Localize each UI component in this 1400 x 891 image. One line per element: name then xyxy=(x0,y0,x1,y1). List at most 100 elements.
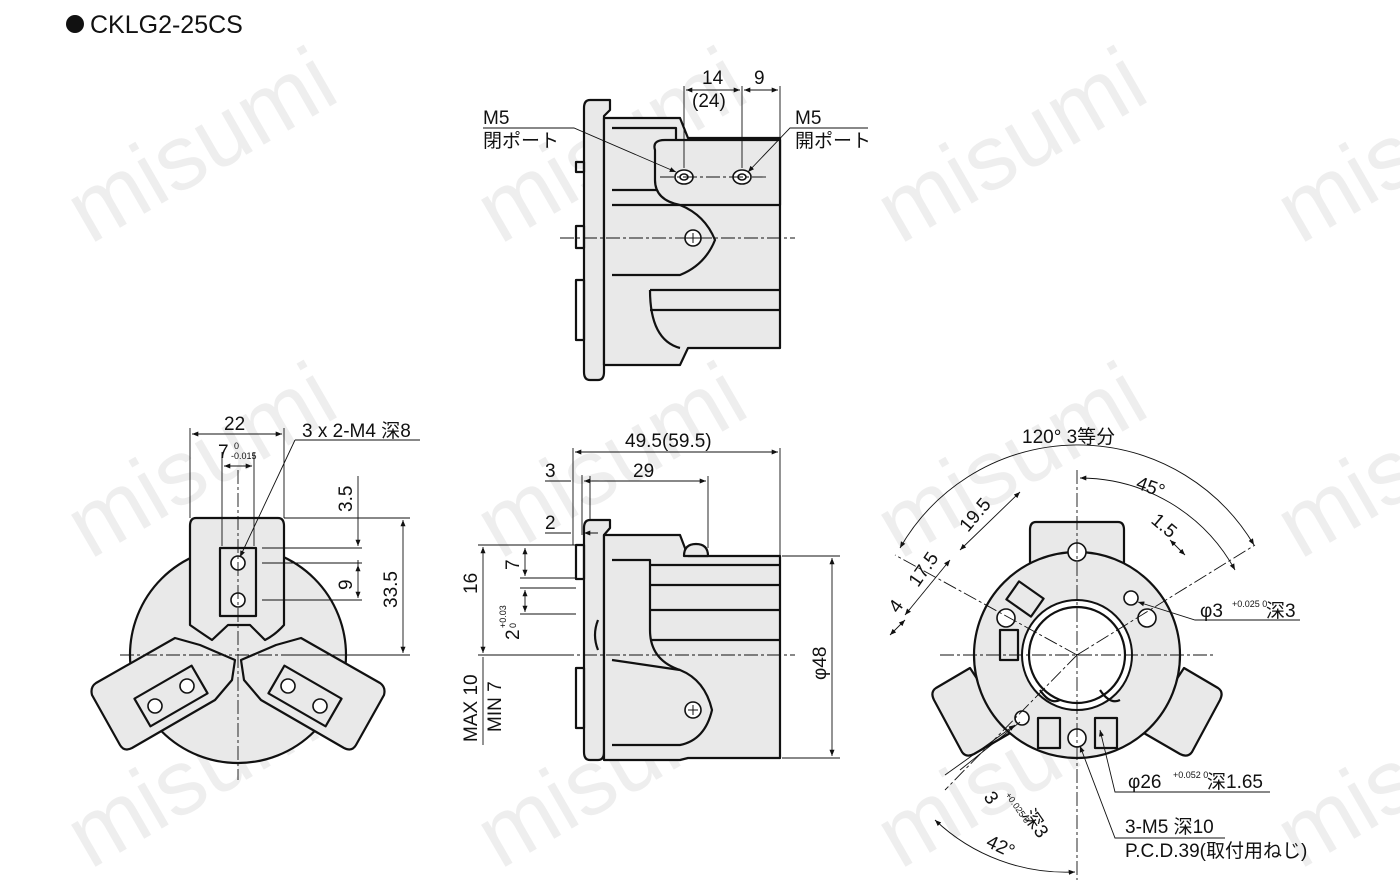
right-view-slot-block xyxy=(1005,580,1045,618)
dim-label-7: 7 xyxy=(218,442,229,463)
pin-hole-depth: 深3 xyxy=(1266,600,1296,622)
dim-tol-2-upper: +0.03 xyxy=(498,605,508,628)
mount-thread-leader xyxy=(1079,745,1225,839)
dim-label-2-tol: 2 xyxy=(503,629,524,640)
dim-label-3: 3 xyxy=(545,461,556,482)
right-view-jaw-right xyxy=(1140,666,1223,757)
dim-extension-line xyxy=(478,544,576,656)
close-port-size: M5 xyxy=(483,108,509,129)
open-port-size: M5 xyxy=(795,108,821,129)
watermark-text: misumi xyxy=(1259,28,1400,262)
close-port-leader xyxy=(483,127,677,173)
dim-label-29: 29 xyxy=(633,461,654,482)
bore-leader xyxy=(1099,729,1270,793)
dim-label-7: 7 xyxy=(503,559,524,570)
dim-label-14: 14 xyxy=(702,68,724,89)
right-view-slot-block xyxy=(1093,716,1119,750)
side-view: 49.5(59.5) 3 29 2 16 7 2 +0.03 0 MAX 10 … xyxy=(461,431,840,762)
dim-extension-line xyxy=(572,448,781,556)
close-port-name: 閉ポート xyxy=(483,130,559,152)
watermark-text: misumi xyxy=(49,28,352,262)
dim-label-22: 22 xyxy=(224,414,245,435)
open-port-leader xyxy=(747,127,868,173)
top-view-slot xyxy=(574,278,586,342)
pin-hole-tol: +0.025 0 xyxy=(1232,599,1267,609)
top-view: 14 (24) 9 M5 閉ポート M5 開ポート xyxy=(483,68,871,382)
dim-line-4 xyxy=(889,619,906,636)
dim-line-1-5 xyxy=(1169,539,1186,556)
dim-label-33-5: 33.5 xyxy=(381,571,402,608)
left-view-m4-hole xyxy=(312,698,328,714)
dim-label-1-5: 1.5 xyxy=(1147,510,1181,543)
dim-label-49-5: 49.5(59.5) xyxy=(625,431,712,452)
dim-label-angle-120: 120° 3等分 xyxy=(1022,426,1115,448)
right-view-m5-hole xyxy=(1014,710,1030,726)
top-view-inner-mid xyxy=(612,203,717,277)
dim-label-4: 4 xyxy=(885,596,909,617)
side-view-inner-upper xyxy=(612,558,681,672)
right-view-slot-block xyxy=(1036,716,1062,750)
mount-pcd-label: P.C.D.39(取付用ねじ) xyxy=(1125,840,1307,862)
dim-tol-7-upper: 0 xyxy=(234,441,239,451)
top-view-slot xyxy=(574,224,586,250)
open-port-name: 開ポート xyxy=(795,130,871,152)
right-view-arc-slot xyxy=(1099,689,1121,703)
left-view-plate-left xyxy=(133,664,209,728)
title-bullet xyxy=(66,15,84,33)
bore-label: φ26 xyxy=(1128,772,1161,793)
side-view-body xyxy=(602,533,782,762)
dim-line-19-5 xyxy=(959,491,1021,551)
watermark-text: misumi xyxy=(1259,343,1400,577)
right-view-centerline xyxy=(944,654,1078,791)
dim-label-3-5: 3.5 xyxy=(336,486,357,512)
dim-arc-45 xyxy=(1079,475,1236,571)
dim-extension-line xyxy=(262,517,410,656)
side-view-slot xyxy=(574,543,586,581)
top-view-inner-lower xyxy=(648,288,780,350)
dim-extension-line xyxy=(782,555,840,759)
left-view-plate-right xyxy=(267,664,343,728)
side-view-inner-lines xyxy=(650,563,780,642)
dim-label-max: MAX 10 xyxy=(461,674,482,742)
dim-label-d48: φ48 xyxy=(810,647,831,680)
right-view-m5-hole xyxy=(1137,608,1157,628)
dim-line-17-5 xyxy=(904,559,951,616)
left-view-jaw-top xyxy=(188,516,286,642)
dim-line-pin2 xyxy=(959,721,1021,771)
side-view-inner-lower xyxy=(611,658,714,747)
right-view-m5-hole xyxy=(996,608,1016,628)
dim-arc-42 xyxy=(934,819,1076,875)
watermark-text: misumi xyxy=(859,28,1162,262)
dim-label-9: 9 xyxy=(754,68,765,89)
title-group: CKLG2-25CS xyxy=(66,11,243,39)
side-view-top-boss xyxy=(682,542,710,558)
dim-tol-2-lower: 0 xyxy=(508,623,518,628)
dim-label-24: (24) xyxy=(692,91,726,112)
left-view: 22 7 0 -0.015 3 x 2-M4 深8 3.5 9 33.5 xyxy=(90,414,420,780)
pin-hole-leader xyxy=(1137,601,1300,621)
dim-label-9: 9 xyxy=(336,579,357,590)
thread-note: 3 x 2-M4 深8 xyxy=(302,420,411,442)
pin-hole2-leader xyxy=(944,724,1016,776)
bore-tol: +0.052 0 xyxy=(1173,770,1208,780)
dim-label-16: 16 xyxy=(461,573,482,594)
top-view-port-boss xyxy=(653,138,782,207)
left-view-m4-hole xyxy=(179,678,195,694)
right-view-jaw-left xyxy=(931,666,1014,757)
thread-note-leader xyxy=(240,439,420,557)
mount-thread-label: 3-M5 深10 xyxy=(1125,816,1214,838)
dim-tol-7-lower: -0.015 xyxy=(231,451,257,461)
right-view-pin-hole xyxy=(1123,590,1139,606)
left-view-m4-hole xyxy=(147,698,163,714)
left-view-jaw-left xyxy=(90,636,237,751)
side-view-jaw-notch xyxy=(593,619,600,651)
right-view-arc-slot xyxy=(1039,689,1061,703)
dim-label-2: 2 xyxy=(545,513,556,534)
left-view-jaw-right xyxy=(239,636,386,751)
dim-extension-line xyxy=(189,428,285,546)
dim-extension-line xyxy=(683,86,781,168)
top-view-slot xyxy=(574,160,586,174)
right-view: 120° 3等分 45° 19.5 17.5 4 1.5 φ3 +0.025 0… xyxy=(885,426,1307,880)
dim-label-min: MIN 7 xyxy=(485,681,506,732)
